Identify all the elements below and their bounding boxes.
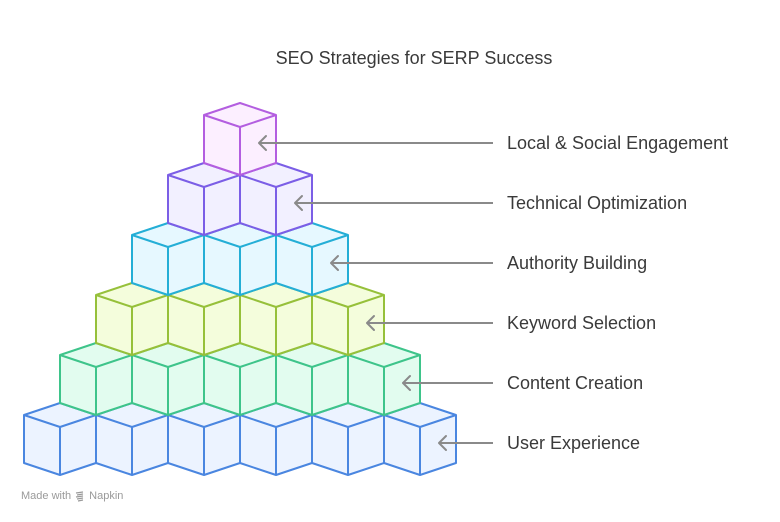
cube — [275, 222, 349, 296]
cube — [239, 282, 313, 356]
cube — [95, 282, 169, 356]
cube — [311, 402, 385, 476]
arrow-left-icon — [330, 255, 339, 271]
cube — [275, 342, 349, 416]
connector-arrow-5 — [402, 375, 493, 391]
cube-edges — [275, 234, 349, 295]
cube-edges — [239, 414, 313, 475]
cube-edges — [275, 354, 349, 415]
cube-edges — [311, 414, 385, 475]
diagram-title: SEO Strategies for SERP Success — [275, 48, 553, 68]
cube-edges — [95, 294, 169, 355]
cube — [239, 162, 313, 236]
connector-arrow-6 — [438, 435, 493, 451]
arrow-left-icon — [402, 375, 411, 391]
cube — [203, 102, 277, 176]
level-label-5: Content Creation — [507, 373, 644, 393]
arrow-left-icon — [438, 435, 447, 451]
cube — [167, 402, 241, 476]
cube-edges — [167, 174, 241, 235]
cube — [95, 402, 169, 476]
cube-edges — [383, 414, 457, 475]
arrow-left-icon — [294, 195, 303, 211]
cube-edges — [59, 354, 133, 415]
cube-edges — [23, 414, 97, 475]
cube — [239, 402, 313, 476]
level-label-2: Technical Optimization — [507, 193, 688, 213]
cube — [203, 222, 277, 296]
cube — [167, 282, 241, 356]
arrow-left-icon — [258, 135, 267, 151]
cube — [59, 342, 133, 416]
cube-edges — [167, 294, 241, 355]
cube-row-3 — [131, 222, 349, 296]
level-label-6: User Experience — [507, 433, 641, 453]
cube — [167, 162, 241, 236]
cube — [347, 342, 421, 416]
cube — [203, 342, 277, 416]
cube-edges — [95, 414, 169, 475]
cube — [23, 402, 97, 476]
cube-row-1 — [203, 102, 277, 176]
cube-edges — [239, 174, 313, 235]
footer-attribution: Made with Napkin — [21, 490, 123, 502]
cube — [383, 402, 457, 476]
cube-edges — [203, 114, 277, 175]
cube-edges — [347, 354, 421, 415]
footer-prefix: Made with — [21, 490, 72, 502]
napkin-logo-icon — [76, 490, 84, 502]
cube — [311, 282, 385, 356]
cube — [131, 222, 205, 296]
cube-edges — [311, 294, 385, 355]
connector-arrow-1 — [258, 135, 493, 151]
cube-edges — [131, 354, 205, 415]
footer-brand: Napkin — [89, 490, 124, 502]
level-label-3: Authority Building — [507, 253, 648, 273]
connector-arrow-3 — [330, 255, 493, 271]
cube-edges — [203, 234, 277, 295]
level-label-4: Keyword Selection — [507, 313, 657, 333]
cube-row-5 — [59, 342, 421, 416]
cube — [131, 342, 205, 416]
cube-edges — [239, 294, 313, 355]
arrow-left-icon — [366, 315, 375, 331]
connector-arrow-2 — [294, 195, 493, 211]
cube-edges — [167, 414, 241, 475]
connector-arrow-4 — [366, 315, 493, 331]
cube-edges — [131, 234, 205, 295]
cube-edges — [203, 354, 277, 415]
level-label-1: Local & Social Engagement — [507, 133, 729, 153]
